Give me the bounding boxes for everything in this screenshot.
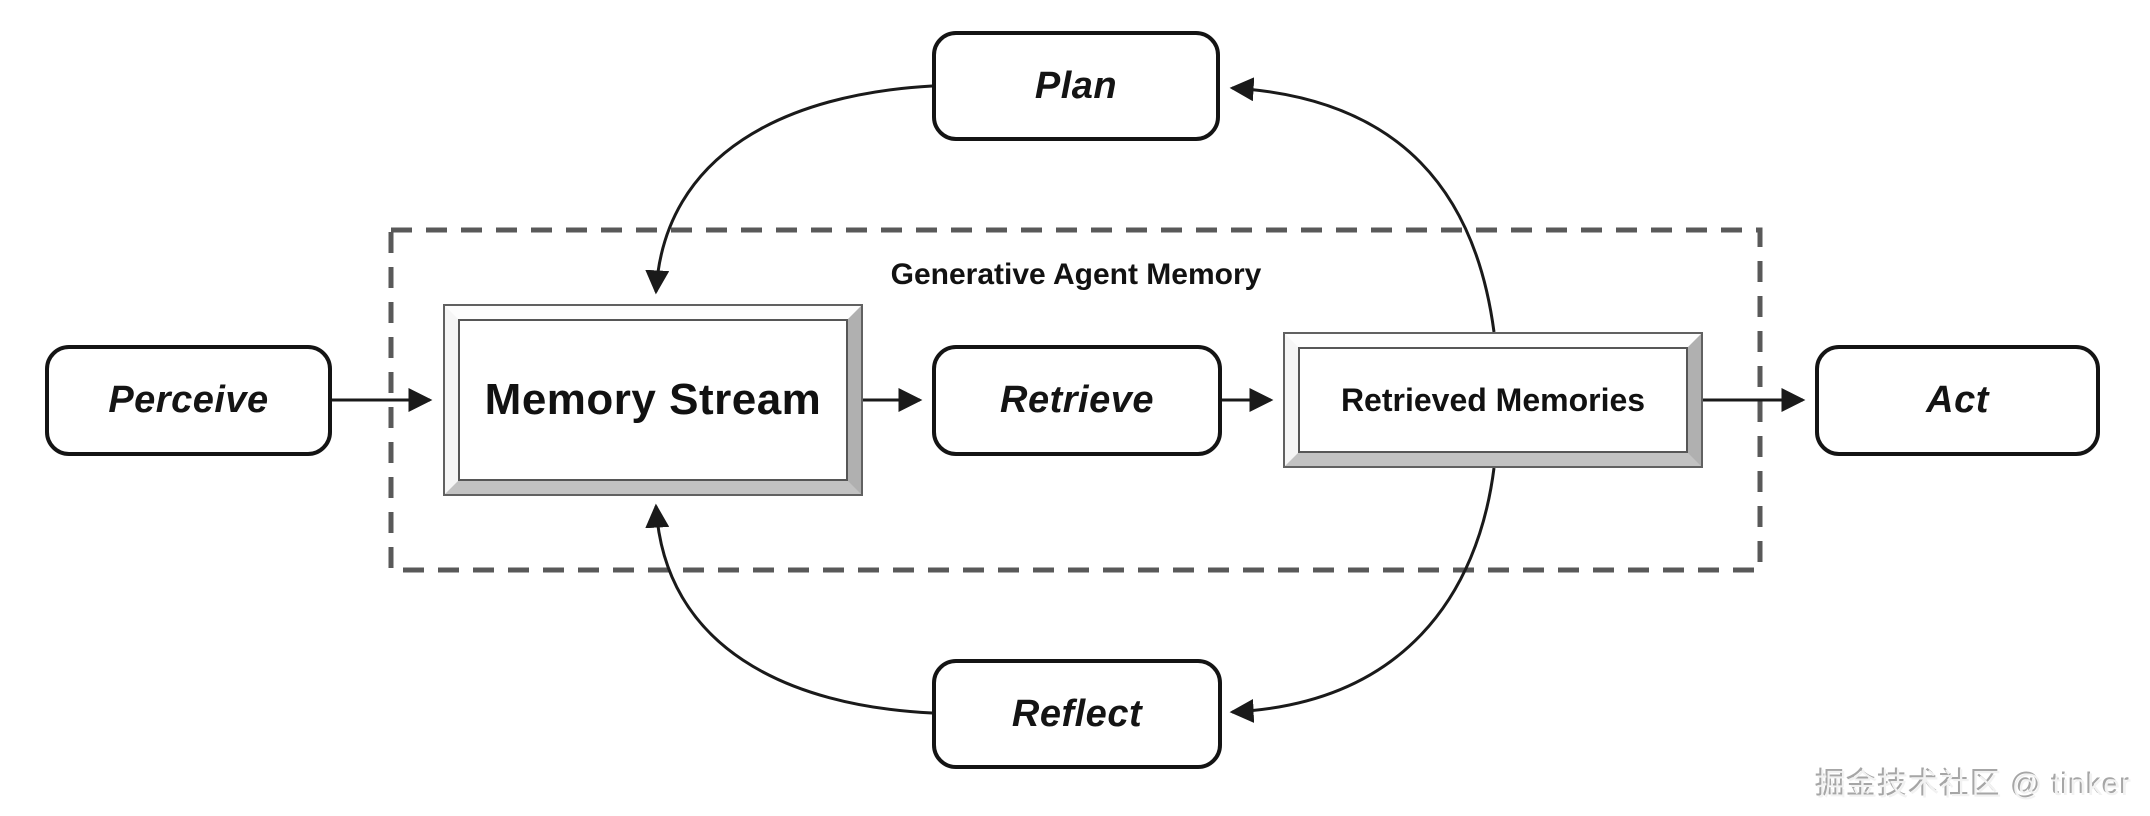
edge-retrieved-memories-to-reflect [1229,467,1496,723]
node-plan: Plan [932,31,1220,141]
edge-plan-to-memory-stream [645,84,933,295]
memory-stream-bevel-frame: Memory Stream [445,306,861,494]
watermark-text: 掘金技术社区 @ tinker [1816,769,2132,802]
node-memory-stream: Memory Stream [443,304,863,496]
node-retrieved-memories-label: Retrieved Memories [1340,381,1646,418]
node-retrieved-memories: Retrieved Memories [1283,332,1703,468]
node-act-label: Act [1926,379,1989,421]
edge-reflect-to-memory-stream [645,503,933,715]
node-act: Act [1815,345,2100,456]
node-reflect: Reflect [932,659,1222,769]
node-retrieve-label: Retrieve [1000,379,1154,421]
memory-stream-inner: Memory Stream [458,319,848,481]
node-perceive-label: Perceive [108,379,269,421]
memory-boundary-dashed-border [388,227,1763,573]
node-plan-label: Plan [1034,64,1118,107]
memory-boundary-label: Generative Agent Memory [890,258,1262,291]
edge-retrieved-memories-to-plan [1229,77,1496,333]
node-retrieve: Retrieve [932,345,1222,456]
node-perceive: Perceive [45,345,332,456]
retrieved-memories-bevel-frame: Retrieved Memories [1285,334,1701,466]
node-reflect-label: Reflect [1011,692,1143,735]
retrieved-memories-inner: Retrieved Memories [1298,347,1688,453]
node-memory-stream-label: Memory Stream [484,375,822,424]
